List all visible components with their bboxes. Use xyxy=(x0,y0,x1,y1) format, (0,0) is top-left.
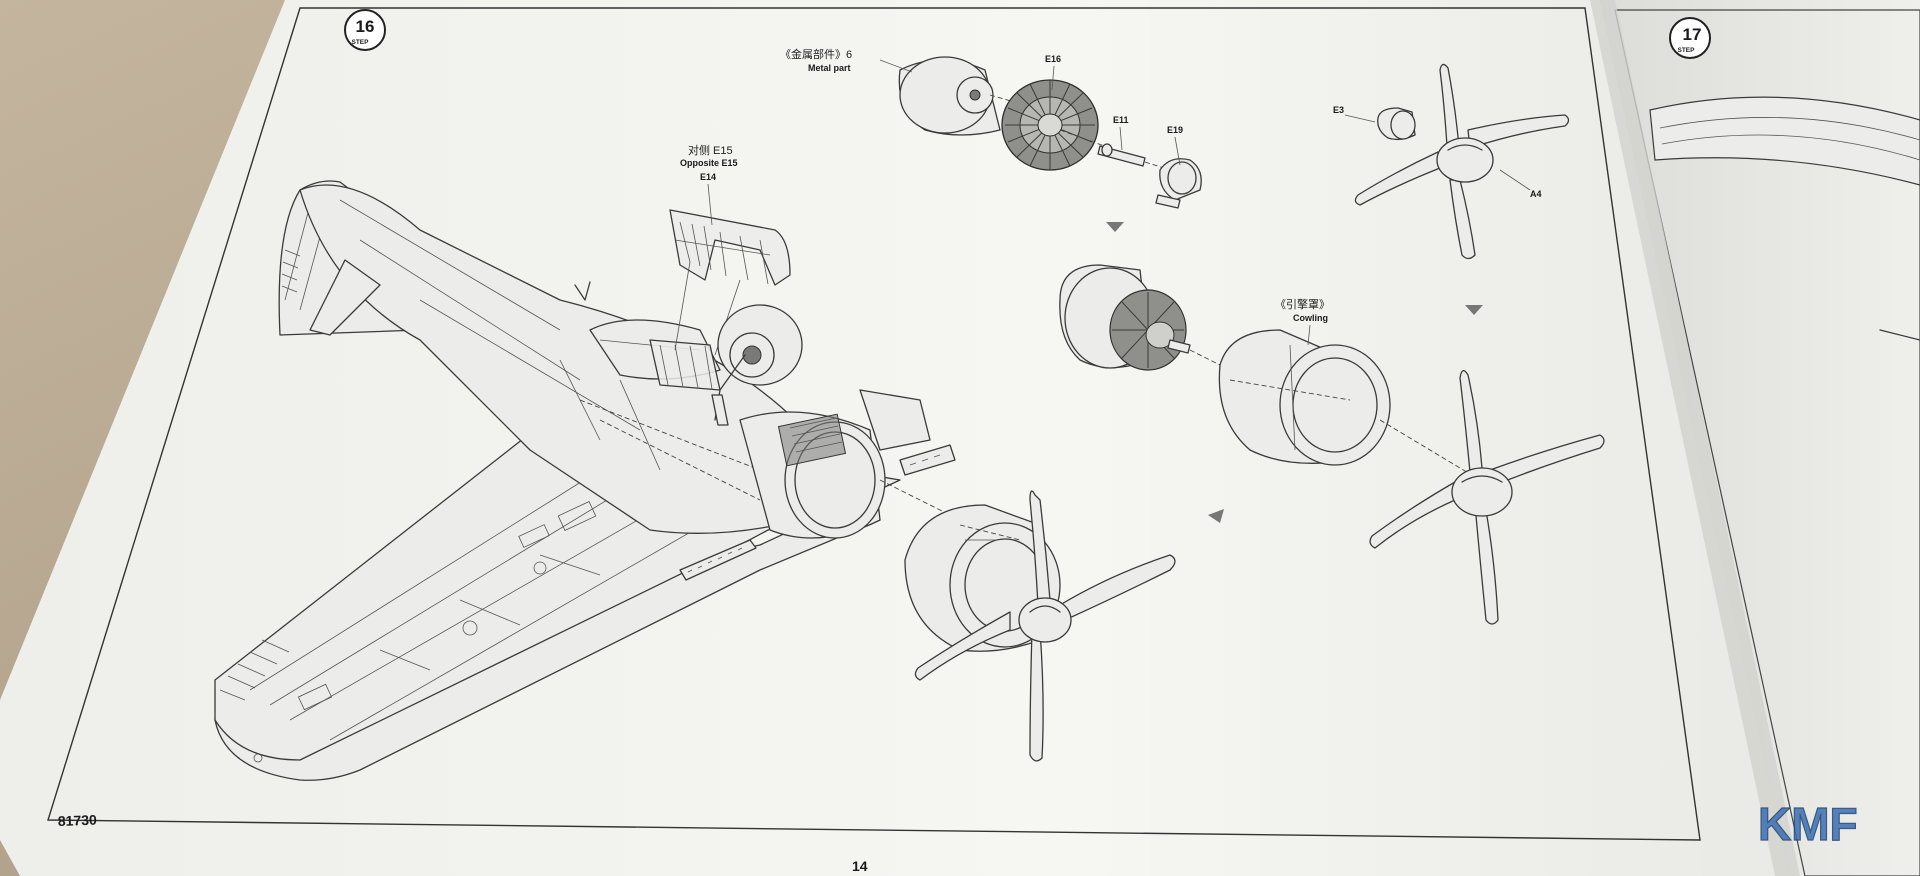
e11-label: E11 xyxy=(1113,115,1129,125)
step-17-badge: 17 STEP xyxy=(1669,17,1711,59)
nose-ring xyxy=(739,411,886,539)
cowling-label-en: Cowling xyxy=(1293,313,1328,323)
a4-label: A4 xyxy=(1530,189,1542,199)
kmf-watermark: KMF xyxy=(1757,797,1858,850)
spinner-part-e3 xyxy=(1377,107,1416,141)
step-17-label: STEP xyxy=(1678,47,1696,54)
engine-crankcase-metal-part xyxy=(898,56,1001,136)
watermark-text: KMF xyxy=(1758,798,1858,850)
page-number: 14 xyxy=(852,858,868,874)
page-border xyxy=(47,7,1701,841)
step-16-label: STEP xyxy=(352,39,370,46)
e16-label: E16 xyxy=(1045,54,1061,64)
model-number: 81730 xyxy=(58,812,98,829)
right-page xyxy=(1600,0,1920,876)
e3-label: E3 xyxy=(1333,105,1344,115)
assembly-arrows xyxy=(1106,222,1483,523)
engine-assembly-middle xyxy=(1059,264,1191,371)
e19-label: E19 xyxy=(1167,125,1183,135)
shaft-e11 xyxy=(1097,143,1146,167)
aircraft-drawing xyxy=(214,180,1001,781)
metal-part-label-en: Metal part xyxy=(808,63,851,73)
front-propeller xyxy=(914,490,1176,762)
e14-label: E14 xyxy=(700,172,716,182)
part-e19 xyxy=(1155,158,1202,209)
radial-engine-top xyxy=(1001,79,1099,171)
propeller-top xyxy=(1354,63,1570,260)
propeller-right xyxy=(1369,370,1605,625)
cowling-label-cn: 《引擎罩》 xyxy=(1275,297,1330,311)
step-17-number: 17 xyxy=(1683,25,1702,44)
main-wheel xyxy=(711,304,803,426)
cowling-part xyxy=(1218,329,1391,466)
canopy-part xyxy=(669,209,791,286)
opposite-label-en: Opposite E15 xyxy=(680,158,738,168)
metal-part-label-cn: 《金属部件》6 xyxy=(780,47,852,61)
step-16-badge: 16 STEP xyxy=(344,9,386,51)
opposite-label-cn: 对侧 E15 xyxy=(688,143,733,157)
step-16-number: 16 xyxy=(356,17,375,36)
